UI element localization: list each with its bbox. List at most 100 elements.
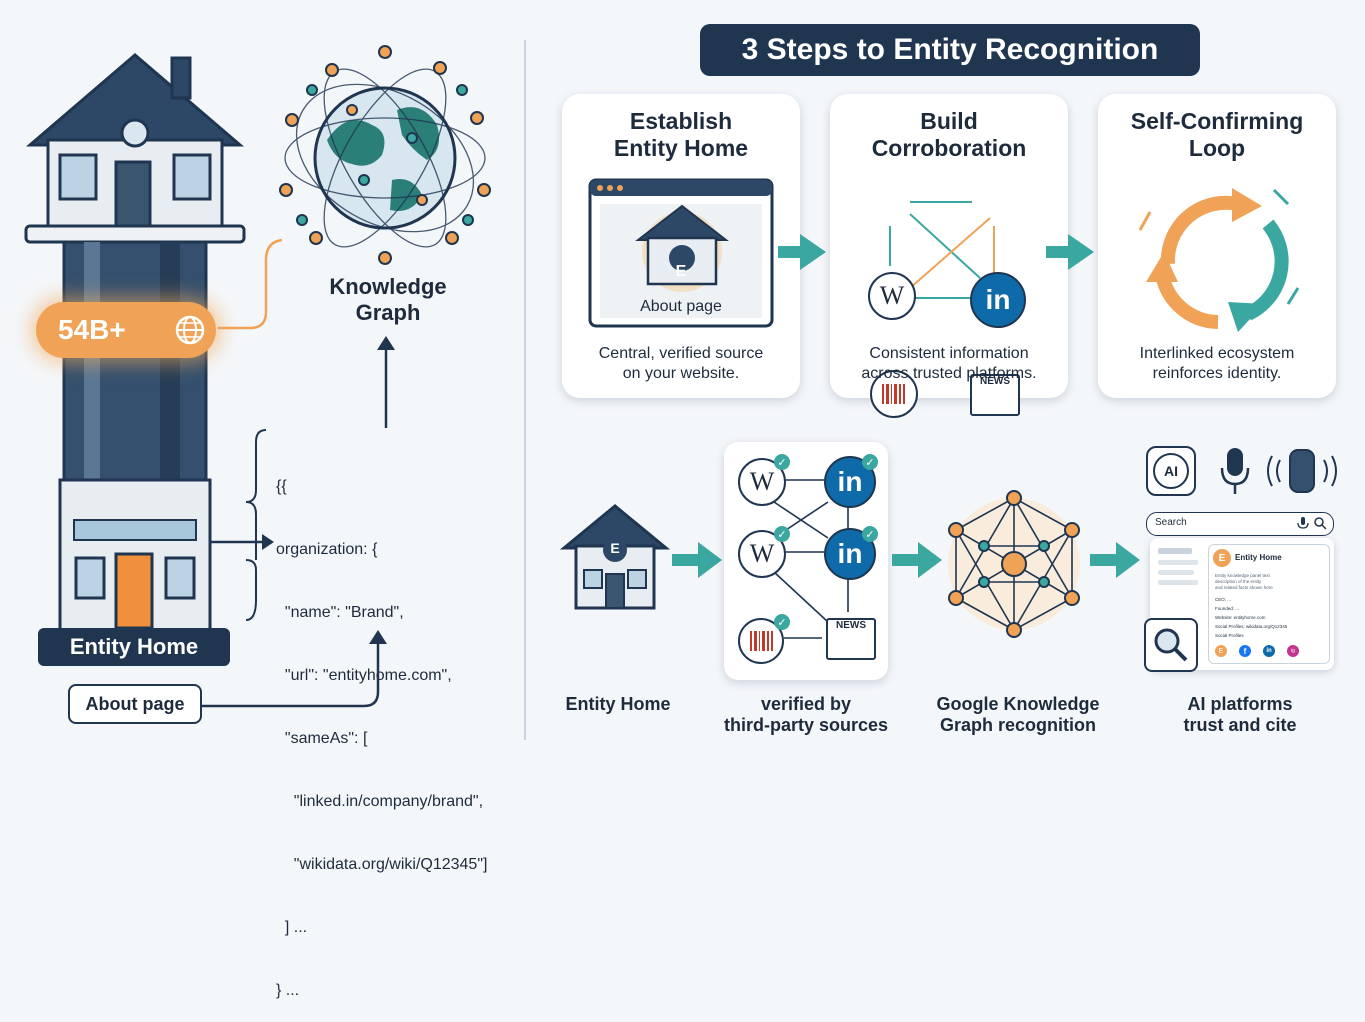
browser-window-icon — [588, 178, 774, 328]
about-page-arrow — [198, 630, 387, 708]
news-icon: NEWS — [970, 374, 1020, 416]
ai-chip-label: AI — [1153, 453, 1189, 489]
flow-arrow-icon — [672, 542, 722, 578]
instagram-icon[interactable]: ig — [1287, 645, 1299, 657]
panel-field: Social Profiles: wikidata.org/Q12345 — [1215, 624, 1288, 629]
check-icon: ✓ — [774, 526, 790, 542]
step-card-description: Interlinked ecosystem reinforces identit… — [1139, 345, 1295, 382]
entity-home-tower-illustration — [24, 53, 246, 642]
linkedin-icon: in — [824, 528, 876, 580]
linkedin-icon[interactable]: in — [1263, 645, 1275, 657]
step-card-description: Central, verified source on your website… — [598, 345, 764, 382]
code-line: "sameAs": [ — [276, 730, 368, 747]
entity-home-house-icon — [560, 504, 670, 610]
sources-links — [773, 479, 849, 639]
flow-label-ai-platforms: AI platforms trust and cite — [1183, 694, 1297, 735]
knowledge-panel-title: Entity Home — [1235, 553, 1282, 562]
corroboration-links — [889, 201, 995, 299]
step-card-description: Consistent information across trusted pl… — [861, 345, 1037, 382]
step-card-establish: Establish Entity Home E About page Centr… — [562, 94, 800, 398]
description-line: description of the entity — [1215, 579, 1262, 584]
knowledge-panel-fields: CEO: ... Founded: ... Website: entityhom… — [1215, 595, 1287, 640]
microphone-icon — [1220, 448, 1250, 494]
barcode-icon — [738, 618, 784, 664]
news-icon-label: NEWS — [836, 620, 866, 631]
step-card-corroboration: Build Corroboration W in NEWS Consistent… — [830, 94, 1068, 418]
step-arrow-icon — [778, 234, 826, 270]
step-card-title: Establish Entity Home — [613, 108, 749, 161]
code-line: "linked.in/company/brand", — [276, 793, 484, 810]
code-line: "wikidata.org/wiki/Q12345"] — [276, 856, 488, 873]
about-page-caption: About page — [640, 298, 722, 315]
badge-connector — [218, 238, 283, 330]
placeholder-line — [1158, 560, 1198, 565]
placeholder-line — [1158, 548, 1192, 554]
knowledge-graph-network-icon — [948, 490, 1080, 638]
about-page-pill: About page — [68, 684, 202, 724]
flow-label-entity-home: Entity Home — [565, 694, 671, 714]
panel-field: Social Profiles — [1215, 633, 1244, 638]
facebook-icon[interactable]: f — [1239, 645, 1251, 657]
knowledge-graph-label-text: Knowledge Graph — [329, 274, 447, 325]
about-page-pill-text: About page — [85, 693, 185, 714]
stat-badge-value: 54B+ — [58, 314, 126, 345]
code-line: organization: { — [276, 541, 378, 558]
check-icon: ✓ — [862, 454, 878, 470]
page-title-text: 3 Steps to Entity Recognition — [741, 33, 1159, 66]
knowledge-graph-globe-icon — [279, 45, 491, 265]
stat-badge: 54B+ — [36, 302, 216, 358]
sources-card: W ✓ in ✓ W ✓ in ✓ ✓ NEWS — [724, 442, 888, 680]
magnifier-icon — [1154, 628, 1188, 662]
barcode-icon — [870, 370, 918, 418]
news-icon: NEWS — [826, 618, 876, 660]
cycle-arrows-icon — [1138, 188, 1300, 332]
step-card-loop: Self-Confirming Loop Interlinked ecosyst… — [1098, 94, 1336, 398]
entity-home-label-text: Entity Home — [69, 634, 199, 659]
smart-speaker-icon — [1267, 449, 1337, 493]
code-line: "name": "Brand", — [276, 604, 404, 621]
panel-field: Founded: ... — [1215, 606, 1240, 611]
search-input[interactable]: Search — [1155, 517, 1187, 528]
code-connector-braces — [210, 429, 274, 621]
check-icon: ✓ — [774, 454, 790, 470]
knowledge-panel-description: Entity knowledge panel text description … — [1215, 573, 1273, 591]
magnifier-tile — [1144, 618, 1198, 672]
house-letter-icon: E — [610, 540, 620, 556]
up-arrow-icon — [377, 336, 395, 428]
ai-chip-icon: AI — [1146, 446, 1196, 496]
flow-arrow-icon — [892, 542, 942, 578]
flow-label-knowledge-graph: Google Knowledge Graph recognition — [936, 694, 1100, 735]
description-line: and related facts shown here — [1215, 585, 1273, 590]
schema-code-block: {{ organization: { "name": "Brand", "url… — [276, 434, 487, 1022]
code-line: } ... — [276, 982, 300, 999]
wikipedia-icon: W — [868, 272, 916, 320]
search-icon — [1314, 517, 1327, 530]
entity-home-label: Entity Home — [38, 628, 230, 666]
check-icon: ✓ — [862, 526, 878, 542]
linkedin-icon: in — [970, 272, 1026, 328]
knowledge-graph-label: Knowledge Graph — [305, 274, 471, 326]
linkedin-icon: in — [824, 456, 876, 508]
panel-divider — [524, 40, 526, 740]
description-line: Entity knowledge panel text — [1215, 573, 1270, 578]
news-icon-label: NEWS — [980, 376, 1010, 387]
placeholder-line — [1158, 580, 1198, 585]
check-icon: ✓ — [774, 614, 790, 630]
step-card-title: Self-Confirming Loop — [1130, 108, 1304, 161]
wikipedia-icon: W — [738, 530, 786, 578]
code-line: "url": "entityhome.com", — [276, 667, 452, 684]
step-arrow-icon — [1046, 234, 1094, 270]
flow-label-verified: verified by third-party sources — [723, 694, 889, 735]
placeholder-line — [1158, 570, 1194, 575]
code-line: ] ... — [276, 919, 308, 936]
flow-arrow-icon — [1090, 542, 1140, 578]
step-card-title: Build Corroboration — [871, 108, 1027, 161]
mic-icon — [1297, 517, 1309, 529]
panel-field: Website: entityhome.com — [1215, 615, 1266, 620]
entity-logo-icon: E — [1213, 549, 1231, 567]
knowledge-panel: E Entity Home Entity knowledge panel tex… — [1150, 538, 1334, 670]
entity-social-icon[interactable]: E — [1215, 645, 1227, 657]
code-line: {{ — [276, 478, 287, 495]
knowledge-panel-card: E Entity Home Entity knowledge panel tex… — [1208, 544, 1330, 664]
search-bar[interactable]: Search — [1146, 512, 1334, 536]
